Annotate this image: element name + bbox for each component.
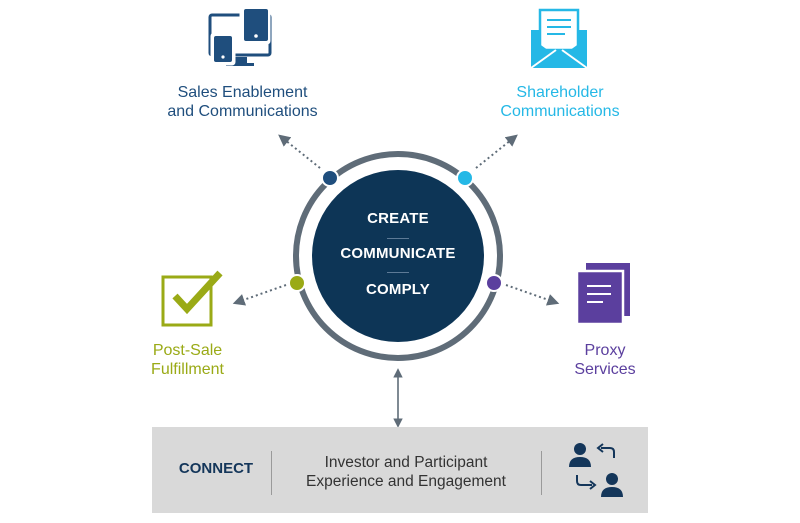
sales-enablement-label: Sales Enablement and Communications [140, 83, 345, 121]
connect-description-line-1: Investor and Participant [324, 454, 488, 471]
connect-bar [152, 427, 648, 513]
dot-post-sale [288, 274, 306, 292]
arrow-to-shareholder [475, 134, 518, 169]
post-sale-label-line-2: Fulfillment [151, 361, 224, 378]
checkbox-icon [161, 270, 223, 327]
envelope-letter-icon [530, 8, 588, 69]
sales-label-line-1: Sales Enablement [177, 84, 308, 101]
shareholder-communications-label: Shareholder Communications [470, 83, 650, 121]
devices-icon [208, 5, 272, 66]
connect-description: Investor and Participant Experience and … [278, 453, 534, 491]
proxy-label-line-1: Proxy [584, 342, 626, 359]
hub-separator [387, 238, 409, 239]
shareholder-label-line-1: Shareholder [516, 84, 604, 101]
arrow-to-sales [278, 134, 321, 169]
connect-title: CONNECT [178, 460, 254, 477]
hub-outer-ring [293, 151, 503, 361]
dot-proxy [485, 274, 503, 292]
dot-sales [321, 169, 339, 187]
arrow-to-proxy [505, 284, 560, 306]
documents-icon [575, 263, 630, 326]
sales-label-line-2: and Communications [167, 103, 318, 120]
hub-separator [387, 272, 409, 273]
proxy-label-line-2: Services [574, 361, 636, 378]
hub-communicate-text: COMMUNICATE [340, 245, 456, 262]
proxy-services-label: Proxy Services [555, 341, 655, 379]
dot-shareholder [456, 169, 474, 187]
connect-divider-right [541, 451, 542, 495]
post-sale-fulfillment-label: Post-Sale Fulfillment [130, 341, 245, 379]
arrow-to-post-sale [232, 284, 287, 306]
hub-circle [312, 170, 484, 342]
post-sale-label-line-1: Post-Sale [152, 342, 223, 359]
shareholder-label-line-2: Communications [500, 103, 620, 120]
hub-comply-text: COMPLY [366, 281, 430, 298]
hub-create-text: CREATE [367, 210, 429, 227]
connect-divider-left [271, 451, 272, 495]
connect-description-line-2: Experience and Engagement [306, 473, 506, 490]
